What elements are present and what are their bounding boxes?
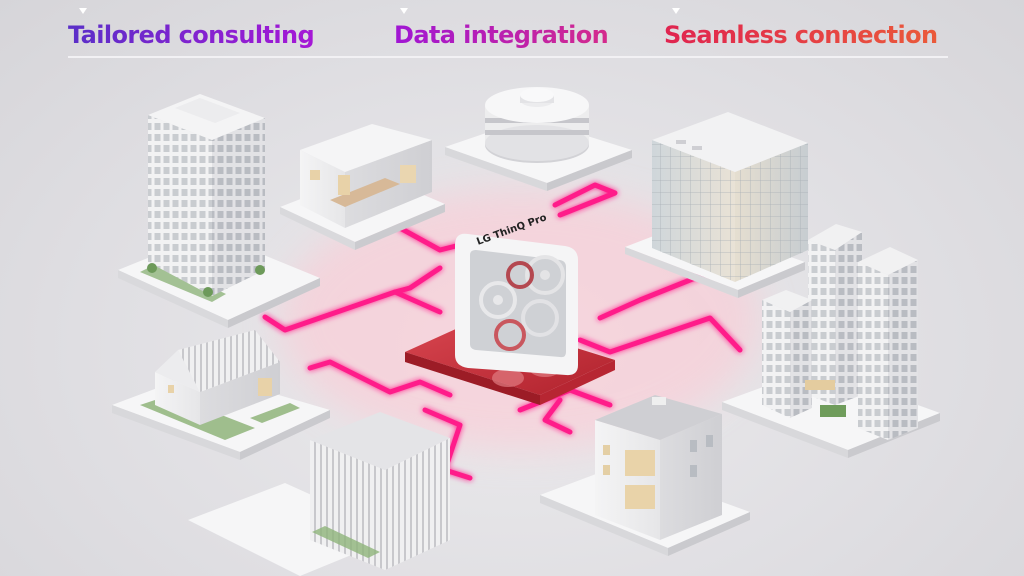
highrise-office-tower <box>118 94 320 328</box>
gears-icon <box>479 255 565 351</box>
glass-cube-office <box>625 112 808 298</box>
triangle-down-icon <box>79 8 87 14</box>
tab-label: Seamless connection <box>664 21 938 49</box>
grid-facade-office <box>188 412 450 576</box>
modern-house-with-balcony <box>280 124 445 250</box>
tab-label: Tailored consulting <box>68 21 315 49</box>
connection-lines <box>262 182 743 481</box>
triangle-down-icon <box>400 8 408 14</box>
triangle-down-icon <box>672 8 680 14</box>
small-apartment-block <box>540 395 750 556</box>
tabs-divider <box>68 56 948 58</box>
twin-tower-complex <box>722 224 940 458</box>
gabled-house <box>112 330 330 460</box>
round-rotunda-building <box>445 87 632 191</box>
feature-tabs: Tailored consulting Data integration Sea… <box>68 0 948 60</box>
tab-label: Data integration <box>394 21 609 49</box>
